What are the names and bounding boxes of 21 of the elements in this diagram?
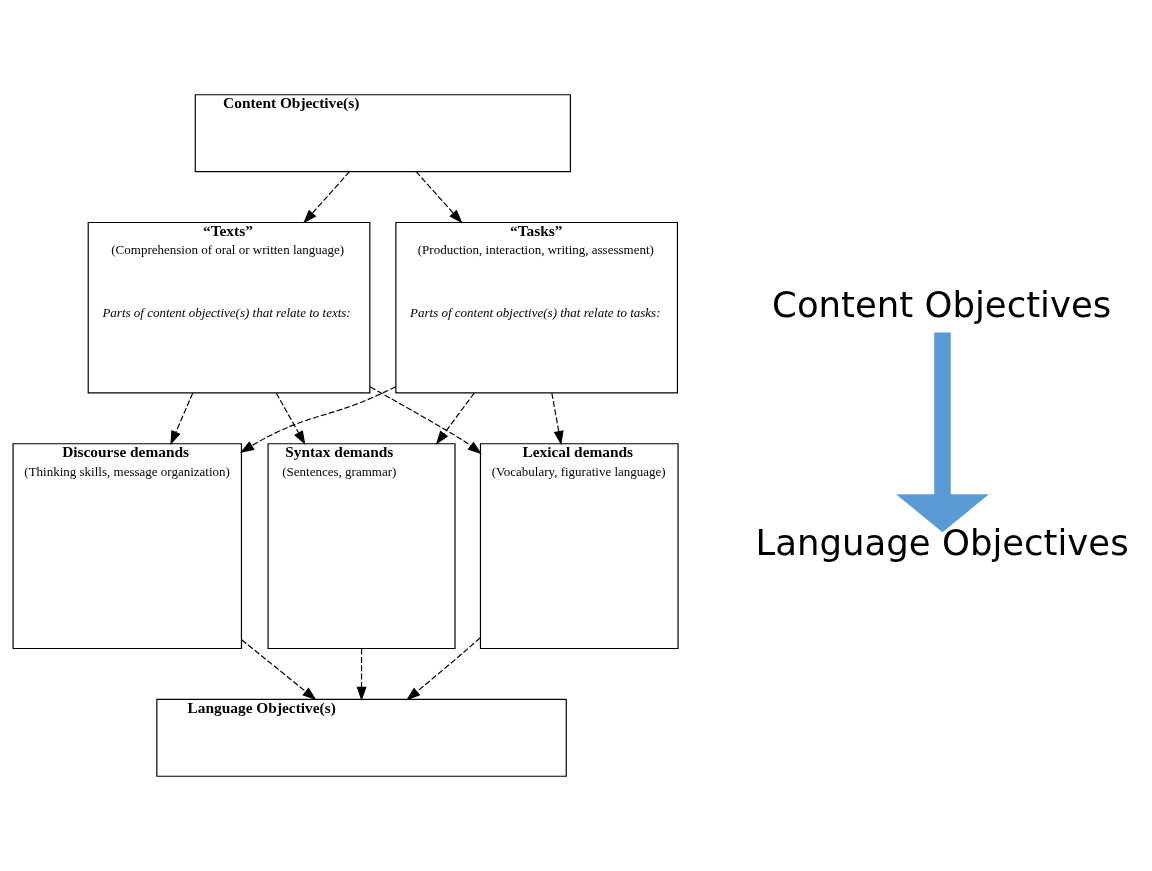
- node-text: Language Objectives: [755, 522, 1129, 564]
- arrow: [241, 639, 317, 701]
- arrow: [435, 392, 475, 445]
- node-box: Discourse demands (Thinking skills, message organization): [12, 443, 243, 650]
- node-box: Lexical demands (Vocabulary, figurative language): [479, 443, 679, 650]
- arrow: [239, 386, 397, 453]
- arrow: [356, 648, 367, 702]
- arrow: [551, 392, 564, 446]
- arrow: [415, 171, 463, 224]
- node-box: Syntax demands (Sentences, grammar): [267, 443, 456, 650]
- arrow: [170, 392, 194, 446]
- node-text: Content Objectives: [772, 283, 1112, 325]
- arrow: [275, 392, 306, 445]
- arrow: [303, 171, 351, 224]
- arrow: [896, 332, 989, 533]
- node-box: Language Objective(s): [156, 698, 567, 777]
- node-box: “Texts” (Comprehension of oral or written language) Parts of content objective(s) that relate to texts:: [87, 221, 371, 394]
- arrow: [369, 386, 482, 455]
- node-box: “Tasks” (Production, interaction, writing, assessment) Parts of content objective(s) that relate to tasks:: [395, 221, 679, 394]
- node-box: Content Objective(s): [194, 94, 571, 173]
- arrow: [406, 637, 481, 701]
